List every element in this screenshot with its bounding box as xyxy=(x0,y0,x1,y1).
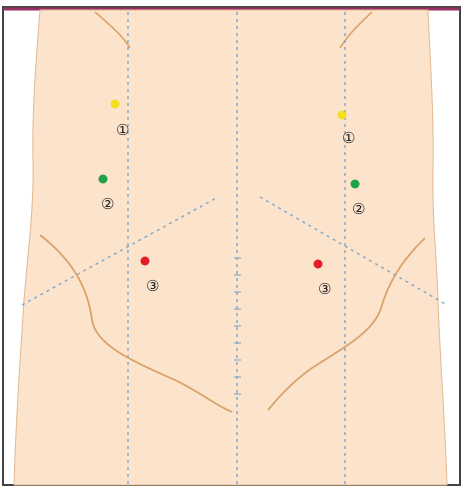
left-point-1-label: ① xyxy=(116,121,129,139)
right-point-3-label: ③ xyxy=(318,280,331,298)
left-point-3-label: ③ xyxy=(146,277,159,295)
left-point-2-label: ② xyxy=(101,195,114,213)
right-point-3-marker xyxy=(314,260,323,269)
right-point-2-marker xyxy=(351,180,360,189)
left-point-1-marker xyxy=(111,100,120,109)
right-point-1-label: ① xyxy=(342,129,355,147)
left-point-3-marker xyxy=(141,257,150,266)
right-point-2-label: ② xyxy=(352,200,365,218)
left-point-2-marker xyxy=(99,175,108,184)
torso xyxy=(14,10,447,485)
right-point-1-marker xyxy=(338,111,347,120)
